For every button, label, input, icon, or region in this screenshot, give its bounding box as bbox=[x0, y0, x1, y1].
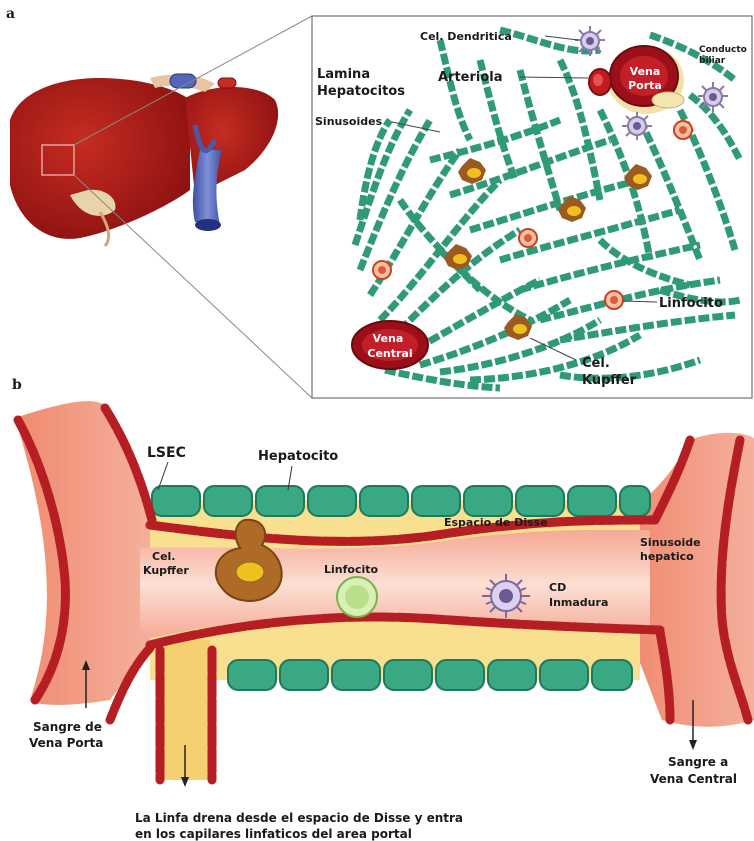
bile-duct bbox=[652, 92, 684, 108]
vena-porta-label-1: Vena bbox=[630, 65, 661, 78]
label-cd-1: CD bbox=[549, 581, 566, 594]
label-linfocito-b: Linfocito bbox=[324, 563, 379, 576]
label-conducto-1: Conducto bbox=[699, 45, 747, 55]
label-cel-dendritica: Cel. Dendritica bbox=[420, 30, 512, 43]
label-sangre-central-2: Vena Central bbox=[650, 772, 737, 786]
label-cd-2: Inmadura bbox=[549, 596, 608, 609]
label-sangre-porta-1: Sangre de bbox=[33, 720, 102, 734]
label-arteriola: Arteriola bbox=[438, 70, 503, 85]
label-kupffer-b-1: Cel. bbox=[152, 550, 175, 563]
lymphocyte-a1 bbox=[674, 121, 692, 139]
lymphocyte-a4 bbox=[605, 291, 623, 309]
lymphocyte-a3 bbox=[373, 261, 391, 279]
label-sangre-central-1: Sangre a bbox=[668, 755, 728, 769]
label-espacio-disse: Espacio de Disse bbox=[444, 516, 548, 529]
label-conducto-2: biliar bbox=[699, 56, 726, 66]
label-lamina-2: Hepatocitos bbox=[317, 84, 405, 99]
label-linfocito-a: Linfocito bbox=[659, 296, 723, 311]
panel-a-letter: a bbox=[6, 6, 15, 22]
label-sinusoides: Sinusoides bbox=[315, 115, 383, 128]
label-lsec: LSEC bbox=[147, 445, 186, 461]
vena-central-label-1: Vena bbox=[373, 332, 404, 345]
vena-porta-label-2: Porta bbox=[628, 79, 662, 92]
panel-b-letter: b bbox=[12, 377, 22, 393]
label-kupffer-b-2: Kupffer bbox=[143, 564, 189, 577]
label-hepatocito-b: Hepatocito bbox=[258, 449, 338, 464]
label-sinusoide-2: hepatico bbox=[640, 550, 694, 563]
zoom-line-bottom bbox=[74, 175, 312, 398]
lymphocyte-b bbox=[337, 577, 377, 617]
arteriola bbox=[589, 69, 611, 95]
caption-line-1: La Linfa drena desde el espacio de Disse… bbox=[135, 811, 463, 825]
label-lamina-1: Lamina bbox=[317, 67, 370, 82]
label-kupffer-a-1: Cel. bbox=[582, 356, 610, 371]
label-kupffer-a-2: Kupffer bbox=[582, 373, 637, 388]
liver-organ bbox=[10, 74, 278, 246]
lymphocyte-a2 bbox=[519, 229, 537, 247]
vena-central-label-2: Central bbox=[367, 347, 412, 360]
label-sinusoide-1: Sinusoide bbox=[640, 536, 701, 549]
caption-line-2: en los capilares linfaticos del area por… bbox=[135, 827, 412, 841]
hepatocyte-row-bottom bbox=[228, 660, 632, 690]
hepatocyte-row-top bbox=[152, 486, 650, 516]
dendritic-cell-top bbox=[575, 26, 605, 56]
dendritic-cell-mid bbox=[622, 112, 652, 140]
vena-central bbox=[352, 321, 428, 369]
dendritic-cell-right bbox=[698, 82, 728, 112]
label-sangre-porta-2: Vena Porta bbox=[29, 736, 103, 750]
